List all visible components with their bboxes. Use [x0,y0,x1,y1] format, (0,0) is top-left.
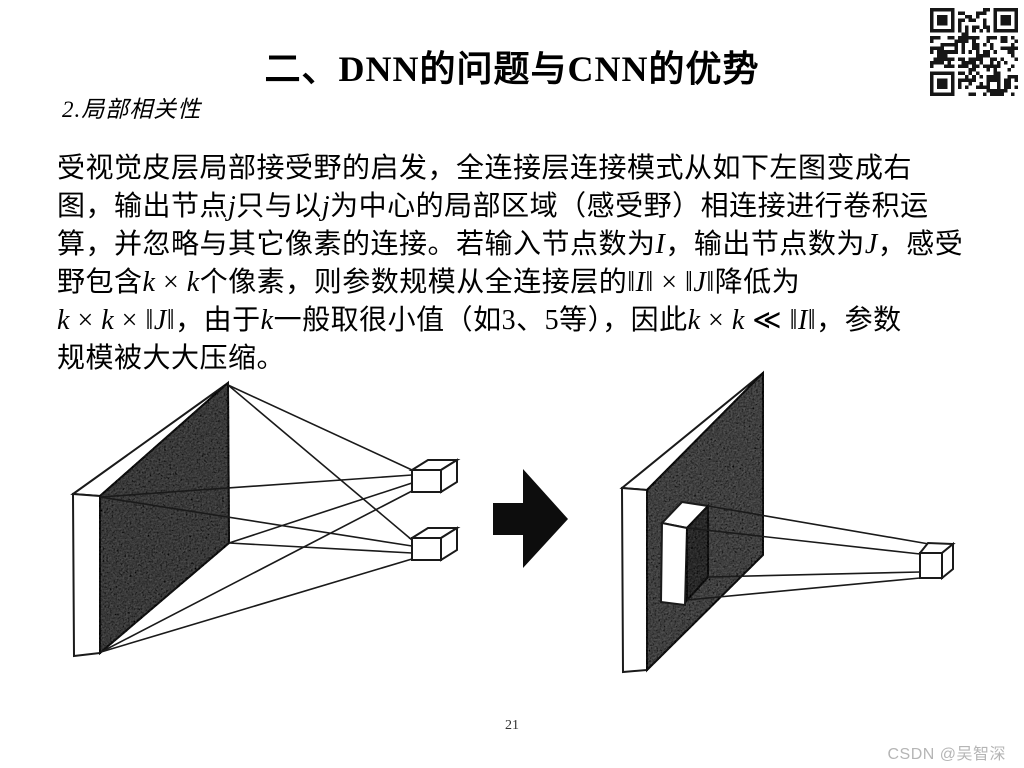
paragraph-line: 算，并忽略与其它像素的连接。若输入节点数为I，输出节点数为J，感受 [57,229,964,260]
output-node-cube-upper [408,458,461,494]
slide-title: 二、DNN的问题与CNN的优势 [264,49,760,89]
paragraph-line: k × k × ‖J‖，由于k一般取很小值（如3、5等），因此k × k ≪ ‖… [57,305,902,336]
output-node-cube-lower [408,526,461,562]
patch-front-face [686,503,709,603]
fully-connected-diagram [70,380,461,658]
body-paragraph: 受视觉皮层局部接受野的启发，全连接层连接模式从如下左图变成右 图，输出节点j只与… [57,150,992,378]
paragraph-line: 图，输出节点j只与以j为中心的局部区域（感受野）相连接进行卷积运 [57,191,929,222]
transform-arrow-right-icon [493,469,568,568]
left-slab-side-face [71,492,101,658]
full-connection-lines [99,384,413,653]
left-image-plane-face [99,380,231,656]
right-image-plane-face [646,370,764,673]
qr-code-pattern [930,8,1018,96]
slide-subtitle: 2.局部相关性 [62,97,202,122]
page-number: 21 [505,718,519,733]
patch-top-face [660,500,711,530]
left-slab-top-face [70,382,229,498]
output-node-cube [917,541,956,581]
paragraph-line: 受视觉皮层局部接受野的启发，全连接层连接模式从如下左图变成右 [57,153,913,184]
right-slab-top-face [619,372,764,492]
paragraph-line: 野包含k × k个像素，则参数规模从全连接层的‖I‖ × ‖J‖降低为 [57,267,801,298]
qr-code [930,8,1018,96]
receptive-field-patch-cube [659,500,711,607]
csdn-watermark: CSDN @吴智深 [887,746,1006,763]
patch-side-face [659,521,689,607]
local-connection-lines [686,505,930,601]
locally-connected-diagram [619,370,956,674]
right-slab-side-face [620,486,648,674]
paragraph-line: 规模被大大压缩。 [57,343,286,374]
